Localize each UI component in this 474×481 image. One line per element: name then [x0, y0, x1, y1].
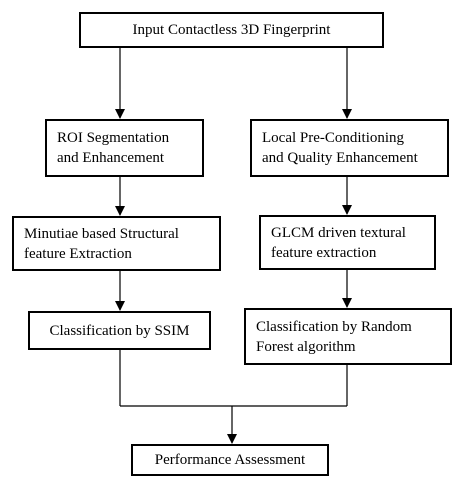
node-roi-line2: and Enhancement	[57, 150, 165, 166]
node-roi-line1: ROI Segmentation	[57, 130, 170, 146]
node-local-preconditioning: Local Pre-Conditioning and Quality Enhan…	[250, 119, 449, 177]
node-glcm-extraction: GLCM driven textural feature extraction	[259, 215, 436, 270]
node-local-line2: and Quality Enhancement	[262, 150, 418, 166]
node-glcm-line2: feature extraction	[271, 244, 377, 261]
node-ssim-line1: Classification by SSIM	[49, 322, 190, 339]
node-local-line1: Local Pre-Conditioning	[262, 130, 405, 146]
node-input: Input Contactless 3D Fingerprint	[79, 12, 384, 48]
node-rf-line2: Forest algorithm	[256, 338, 356, 355]
node-minutiae-line2: feature Extraction	[24, 245, 132, 262]
node-minutiae-extraction: Minutiae based Structural feature Extrac…	[12, 216, 221, 271]
node-input-line1: Input Contactless 3D Fingerprint	[132, 22, 331, 38]
node-classification-rf: Classification by Random Forest algorith…	[244, 308, 452, 365]
node-glcm-line1: GLCM driven textural	[271, 224, 406, 241]
node-minutiae-line1: Minutiae based Structural	[24, 225, 179, 242]
node-roi-segmentation: ROI Segmentation and Enhancement	[45, 119, 204, 177]
node-classification-ssim: Classification by SSIM	[28, 311, 211, 350]
node-rf-line1: Classification by Random	[256, 318, 412, 335]
node-performance-assessment: Performance Assessment	[131, 444, 329, 476]
node-perf-line1: Performance Assessment	[154, 452, 306, 468]
